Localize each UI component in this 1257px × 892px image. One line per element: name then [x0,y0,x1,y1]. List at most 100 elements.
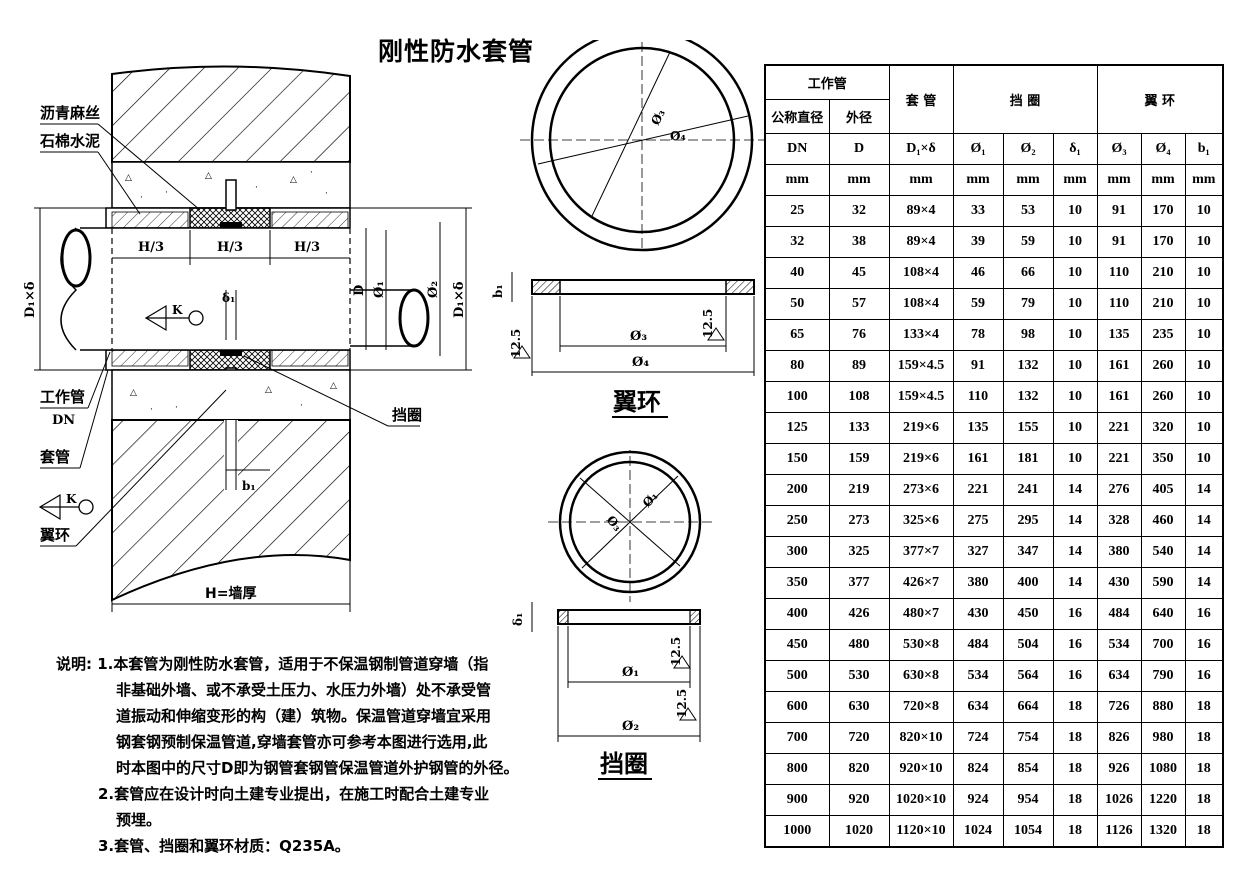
table-cell: 25 [764,195,830,227]
svg-text:·: · [310,168,313,178]
table-cell: 14 [1052,474,1098,506]
table-cell: 91 [1096,195,1142,227]
note-line-5: 时本图中的尺寸D即为钢管套钢管保温管道外护钢管的外径。 [116,759,519,777]
table-cell: 40 [764,257,830,289]
wing-phi4: Ø₄ [670,129,686,143]
table-cell: 450 [764,629,830,661]
table-cell: 1000 [764,815,830,848]
table-cell: 276 [1096,474,1142,506]
table-cell: 219×6 [888,443,954,475]
note-line-3: 道振动和伸缩变形的构（建）筑物。保温管道穿墙宜采用 [116,707,492,725]
table-cell: 181 [1002,443,1054,475]
table-cell: Ø₃ [1096,133,1142,165]
table-cell: 78 [952,319,1004,351]
label-asphalt: 沥青麻丝 [40,104,100,122]
header-wing-ring: 翼 环 [1096,64,1224,134]
table-cell: mm [1096,164,1142,196]
table-cell: 260 [1140,350,1186,382]
table-cell: 18 [1052,753,1098,785]
table-cell: 18 [1052,722,1098,754]
table-cell: 108 [828,381,890,413]
table-cell: 241 [1002,474,1054,506]
table-cell: 210 [1140,288,1186,320]
table-cell: 800 [764,753,830,785]
table-cell: 10 [1052,381,1098,413]
table-cell: 46 [952,257,1004,289]
table-cell: 89 [828,350,890,382]
header-nominal: 公称直径 [764,99,830,134]
header-stop-ring: 挡 圈 [952,64,1098,134]
table-cell: 540 [1140,536,1186,568]
note-line-7: 预埋。 [116,811,162,829]
table-cell: 161 [1096,381,1142,413]
drawing-title: 刚性防水套管 [378,37,535,66]
table-cell: 273×6 [888,474,954,506]
table-cell: 10 [1052,319,1098,351]
table-cell: 634 [1096,660,1142,692]
wing-phi3: Ø₃ [648,107,668,127]
table-cell: 920 [828,784,890,816]
table-cell: 260 [1140,381,1186,413]
table-cell: 221 [1096,443,1142,475]
table-cell: 484 [1096,598,1142,630]
header-outer: 外径 [828,99,890,134]
table-cell: 1080 [1140,753,1186,785]
table-cell: 10 [1052,257,1098,289]
table-cell: 664 [1002,691,1054,723]
table-cell: 1054 [1002,815,1054,848]
table-cell: 347 [1002,536,1054,568]
svg-text:△: △ [330,381,337,391]
table-cell: 824 [952,753,1004,785]
wing-dim-right: 12.5 [701,309,715,338]
table-cell: 530×8 [888,629,954,661]
table-cell: 634 [952,691,1004,723]
h3-label-2: H/3 [217,240,243,255]
table-cell: 430 [952,598,1004,630]
table-cell: 10 [1184,288,1224,320]
table-cell: 790 [1140,660,1186,692]
table-cell: 10 [1184,350,1224,382]
table-cell: 954 [1002,784,1054,816]
table-cell: 826 [1096,722,1142,754]
table-cell: 32 [764,226,830,258]
table-cell: 108×4 [888,257,954,289]
table-cell: mm [1184,164,1224,196]
wall-lower [111,419,351,602]
table-cell: 1024 [952,815,1004,848]
svg-text:△: △ [205,171,212,181]
svg-text:·: · [255,183,258,193]
table-cell: 534 [952,660,1004,692]
stop-caption: 挡圈 [600,750,648,778]
table-cell: 377×7 [888,536,954,568]
table-cell: 219×6 [888,412,954,444]
b1-label: b₁ [242,479,256,493]
table-cell: 110 [1096,257,1142,289]
table-cell: 377 [828,567,890,599]
table-cell: 320 [1140,412,1186,444]
table-cell: 16 [1184,660,1224,692]
table-cell: D [828,133,890,165]
table-cell: 700 [1140,629,1186,661]
table-cell: 10 [1184,257,1224,289]
table-cell: Ø₄ [1140,133,1186,165]
table-cell: 14 [1184,536,1224,568]
table-cell: 295 [1002,505,1054,537]
delta1-label: δ₁ [222,291,235,305]
table-cell: 10 [1052,443,1098,475]
table-cell: 18 [1184,753,1224,785]
section-drawing: △·△ ·△· ·· △·△ ·△· H/3 H/3 H/3 δ₁ [23,65,472,612]
